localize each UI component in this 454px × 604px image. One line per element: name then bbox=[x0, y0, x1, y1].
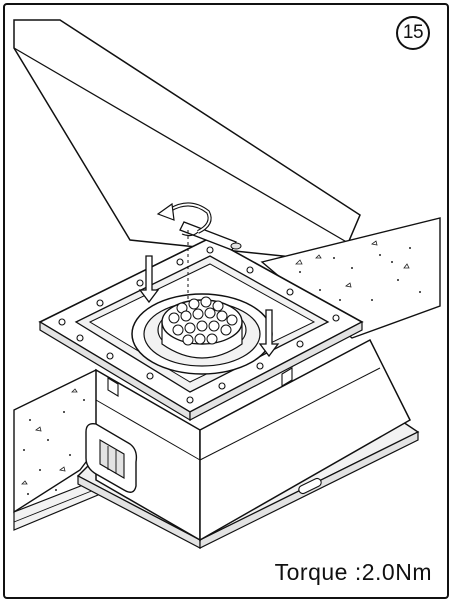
bolt-hole-icon bbox=[146, 372, 154, 380]
flange-frame-edge-right bbox=[189, 321, 363, 421]
wall-top-surface bbox=[13, 19, 361, 263]
step-number-badge: 15 bbox=[396, 16, 430, 50]
bolt-hole-icon bbox=[58, 318, 66, 326]
bolt-hole-icon bbox=[136, 279, 144, 287]
down-arrow-icon bbox=[138, 255, 160, 304]
flange-bracket-left bbox=[107, 377, 119, 397]
bolt-hole-icon bbox=[332, 314, 340, 322]
flange-bracket-right bbox=[281, 367, 293, 387]
housing-rib-right bbox=[199, 367, 381, 461]
bolt-holes bbox=[58, 246, 340, 404]
concrete-speckles-left bbox=[21, 388, 85, 495]
cable-inserts bbox=[168, 296, 238, 346]
bolt-hole-icon bbox=[296, 340, 304, 348]
bolt-hole-icon bbox=[186, 396, 194, 404]
bolt-hole-icon bbox=[106, 352, 114, 360]
wall-top-edge bbox=[13, 47, 351, 245]
bolt-hole-icon bbox=[176, 258, 184, 266]
base-slot bbox=[298, 477, 322, 495]
torque-caption: Torque :2.0Nm bbox=[274, 559, 432, 585]
bolt-hole-icon bbox=[256, 362, 264, 370]
bolt-hole-icon bbox=[96, 299, 104, 307]
bolt-hole-icon bbox=[76, 334, 84, 342]
key-tool bbox=[179, 221, 242, 300]
housing-rib bbox=[95, 399, 201, 461]
down-arrow-icon bbox=[258, 309, 280, 358]
bolt-hole-icon bbox=[206, 246, 214, 254]
bolt-hole-icon bbox=[246, 266, 254, 274]
rotate-arrow-icon bbox=[156, 202, 212, 237]
concrete-speckles-right bbox=[289, 240, 421, 301]
bolt-hole-icon bbox=[286, 288, 294, 296]
side-latch bbox=[85, 422, 138, 493]
conduit-rail-line bbox=[13, 485, 105, 523]
bolt-hole-icon bbox=[218, 382, 226, 390]
housing-right-face bbox=[199, 338, 411, 542]
